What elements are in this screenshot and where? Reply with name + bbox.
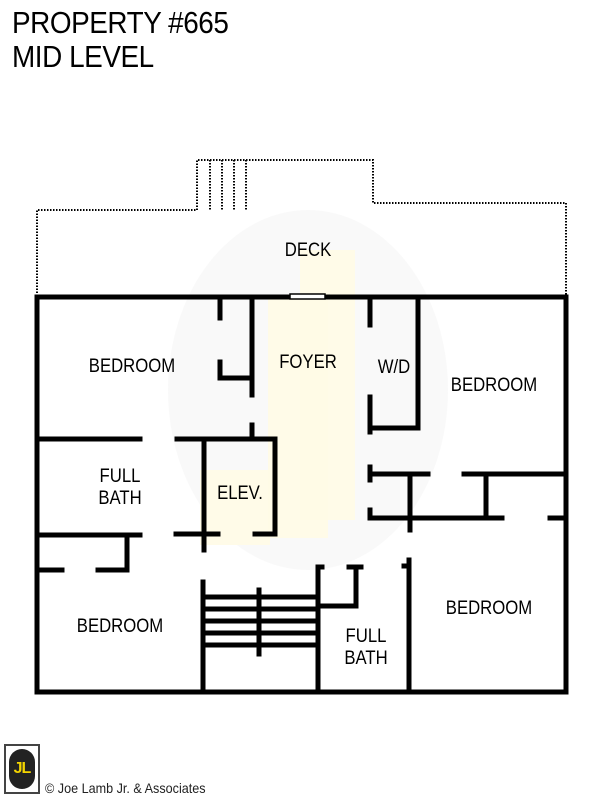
room-label-bedroom-ne: BEDROOM (450, 375, 538, 396)
room-label-full-bath-w: FULL BATH (98, 466, 142, 509)
room-label-wd: W/D (377, 357, 411, 378)
room-label-elevator: ELEV. (217, 483, 263, 504)
footer: JL © Joe Lamb Jr. & Associates (4, 744, 223, 796)
room-label-deck: DECK (284, 240, 332, 261)
company-logo: JL (4, 744, 40, 794)
room-label-bedroom-se: BEDROOM (445, 598, 533, 619)
room-label-bedroom-nw: BEDROOM (88, 356, 176, 377)
property-title: PROPERTY #665 MID LEVEL (12, 5, 229, 74)
front-door (289, 293, 326, 300)
deck-outline (36, 159, 567, 296)
level-name: MID LEVEL (12, 39, 154, 74)
room-label-full-bath-s: FULL BATH (344, 626, 388, 669)
copyright-text: © Joe Lamb Jr. & Associates (45, 780, 206, 796)
room-label-bedroom-sw: BEDROOM (76, 616, 164, 637)
logo-badge: JL (9, 749, 35, 789)
property-number: PROPERTY #665 (12, 5, 229, 40)
room-label-foyer: FOYER (279, 352, 337, 373)
walls (34, 294, 569, 695)
